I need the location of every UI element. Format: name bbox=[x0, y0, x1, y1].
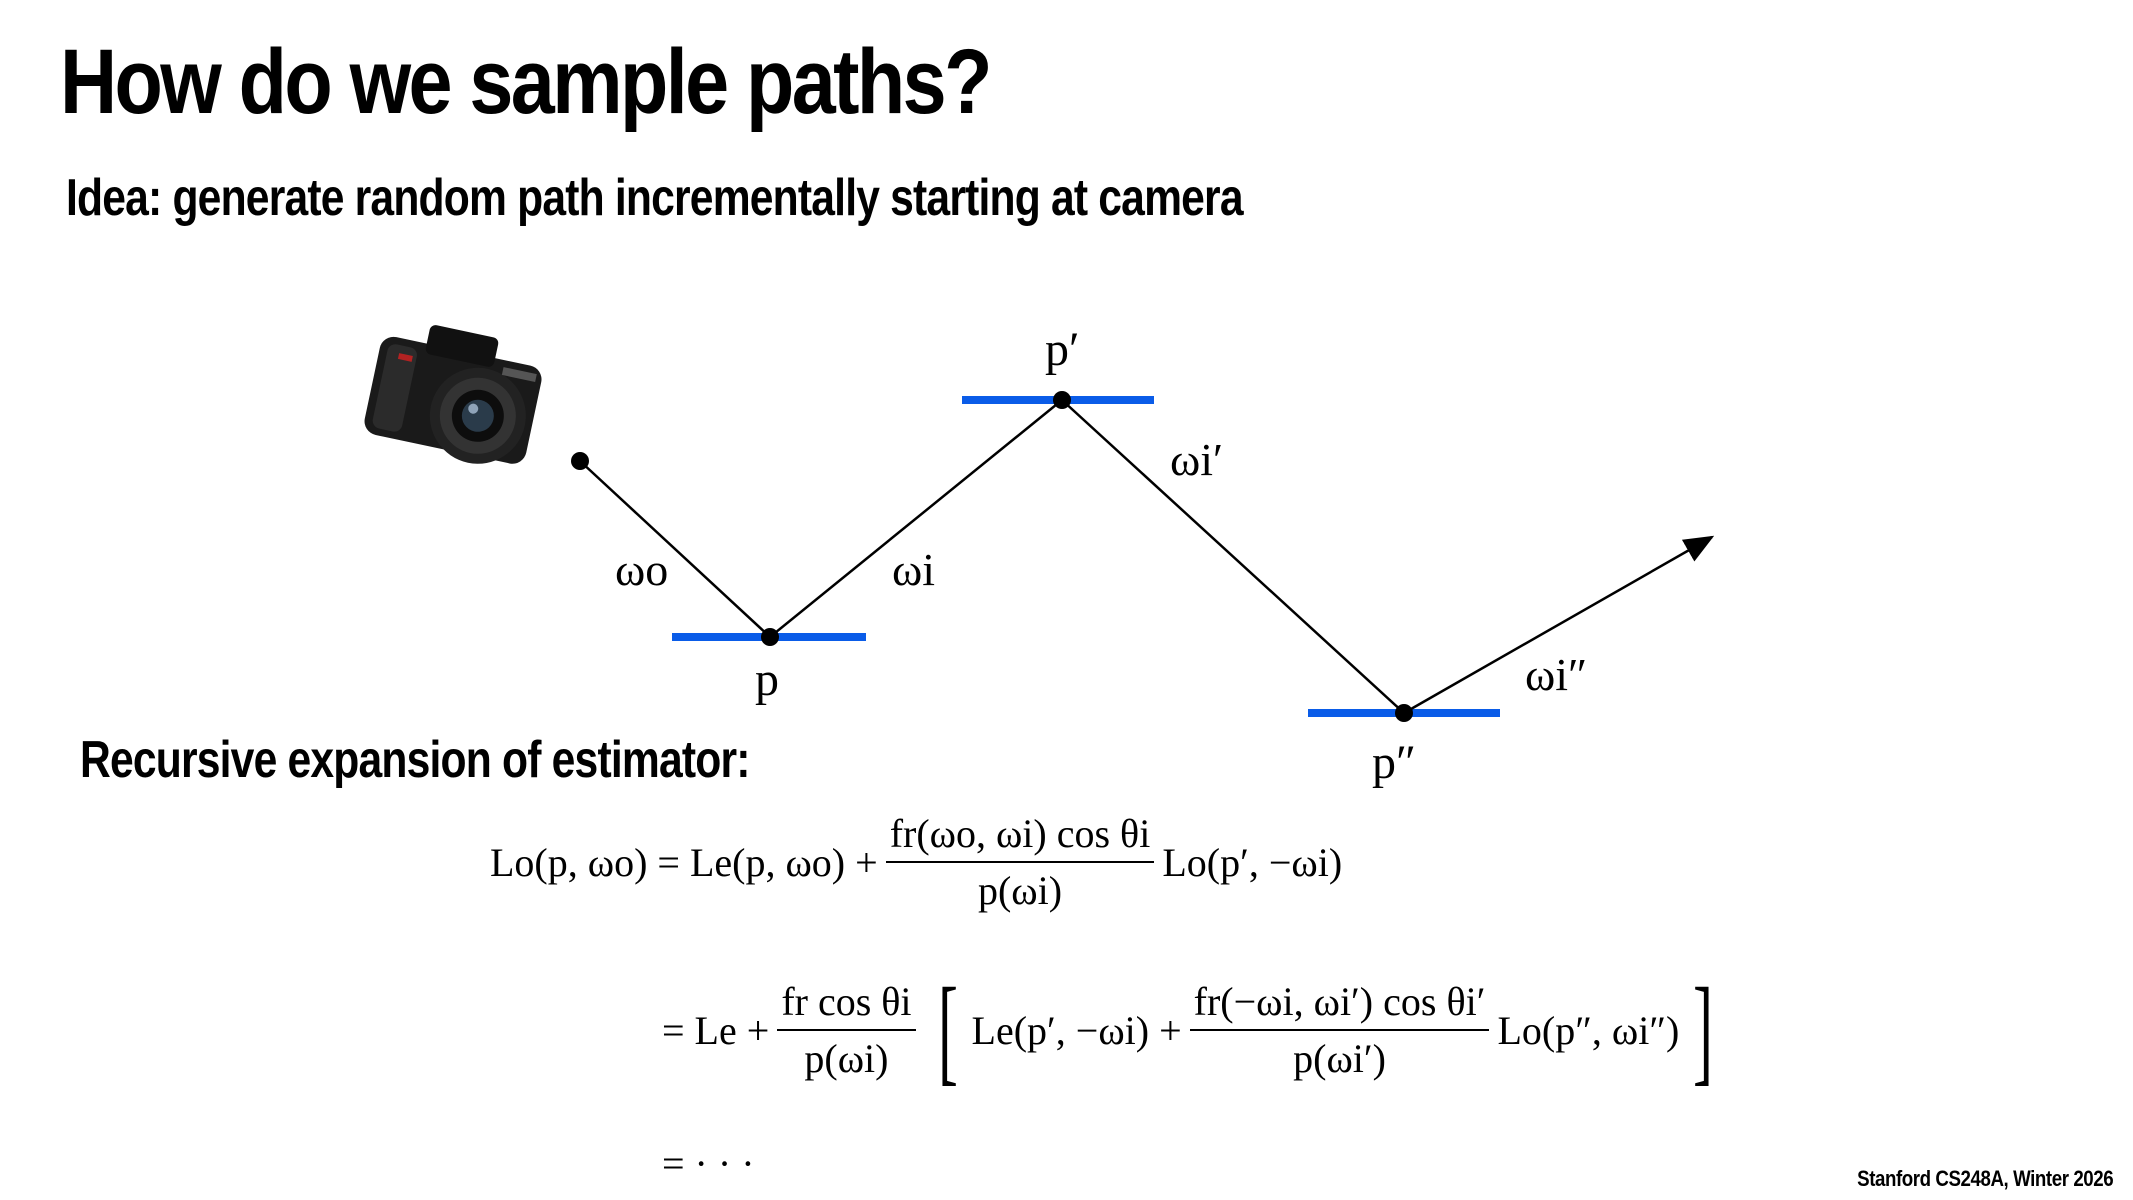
eq1-tail: Lo(p′, −ωi) bbox=[1162, 839, 1343, 885]
path-segment-p-pprime bbox=[769, 399, 1063, 638]
camera-point bbox=[571, 452, 589, 470]
label-omega-i-dprime: ωi″ bbox=[1525, 649, 1587, 700]
label-p: p bbox=[755, 653, 779, 706]
label-p-dprime: p″ bbox=[1372, 736, 1416, 789]
eq2-fraction-1: fr cos θi p(ωi) bbox=[777, 978, 916, 1082]
eq1-numerator: fr(ωo, ωi) cos θi bbox=[885, 810, 1155, 863]
path-segment-camera-p bbox=[579, 460, 771, 638]
slide-title: How do we sample paths? bbox=[60, 31, 992, 133]
eq2-tail: Lo(p″, ωi″) bbox=[1497, 1007, 1680, 1053]
label-omega-o: ωo bbox=[615, 544, 668, 595]
eq1-lhs: Lo(p, ωo) = Le(p, ωo) + bbox=[490, 839, 878, 885]
vertex-p bbox=[761, 628, 779, 646]
label-omega-i-prime: ωi′ bbox=[1170, 434, 1223, 485]
label-omega-i: ωi bbox=[892, 544, 935, 595]
eq2-numerator-2: fr(−ωi, ωi′) cos θi′ bbox=[1189, 978, 1490, 1031]
eq2-denominator-2: p(ωi′) bbox=[1293, 1036, 1386, 1081]
eq3-text: = · · · bbox=[662, 1141, 755, 1186]
path-segment-pprime-pdprime bbox=[1061, 399, 1405, 714]
equation-3: = · · · bbox=[662, 1140, 755, 1187]
course-footer: Stanford CS248A, Winter 2026 bbox=[1856, 1166, 2113, 1191]
eq2-head: = Le + bbox=[662, 1007, 770, 1053]
path-segment-outgoing-arrow bbox=[1403, 535, 1715, 715]
recursive-heading: Recursive expansion of estimator: bbox=[80, 731, 750, 789]
eq2-mid: Le(p′, −ωi) + bbox=[971, 1007, 1182, 1053]
idea-text: Idea: generate random path incrementally… bbox=[66, 169, 1244, 227]
camera-icon bbox=[364, 325, 542, 464]
eq2-close-bracket: ] bbox=[1693, 963, 1714, 1096]
path-diagram: ωo ωi ωi′ ωi″ p p′ p″ bbox=[364, 323, 1715, 789]
label-p-prime: p′ bbox=[1045, 323, 1080, 376]
equation-1: Lo(p, ωo) = Le(p, ωo) + fr(ωo, ωi) cos θ… bbox=[490, 810, 1342, 914]
eq2-fraction-2: fr(−ωi, ωi′) cos θi′ p(ωi′) bbox=[1189, 978, 1490, 1082]
equation-2: = Le + fr cos θi p(ωi) [ Le(p′, −ωi) + f… bbox=[662, 970, 1727, 1090]
eq2-open-bracket: [ bbox=[937, 963, 958, 1096]
eq1-fraction: fr(ωo, ωi) cos θi p(ωi) bbox=[885, 810, 1155, 914]
vertex-p-prime bbox=[1053, 391, 1071, 409]
eq2-denominator-1: p(ωi) bbox=[804, 1036, 889, 1081]
eq2-numerator-1: fr cos θi bbox=[777, 978, 916, 1031]
vertex-p-dprime bbox=[1395, 704, 1413, 722]
eq1-denominator: p(ωi) bbox=[977, 868, 1063, 913]
